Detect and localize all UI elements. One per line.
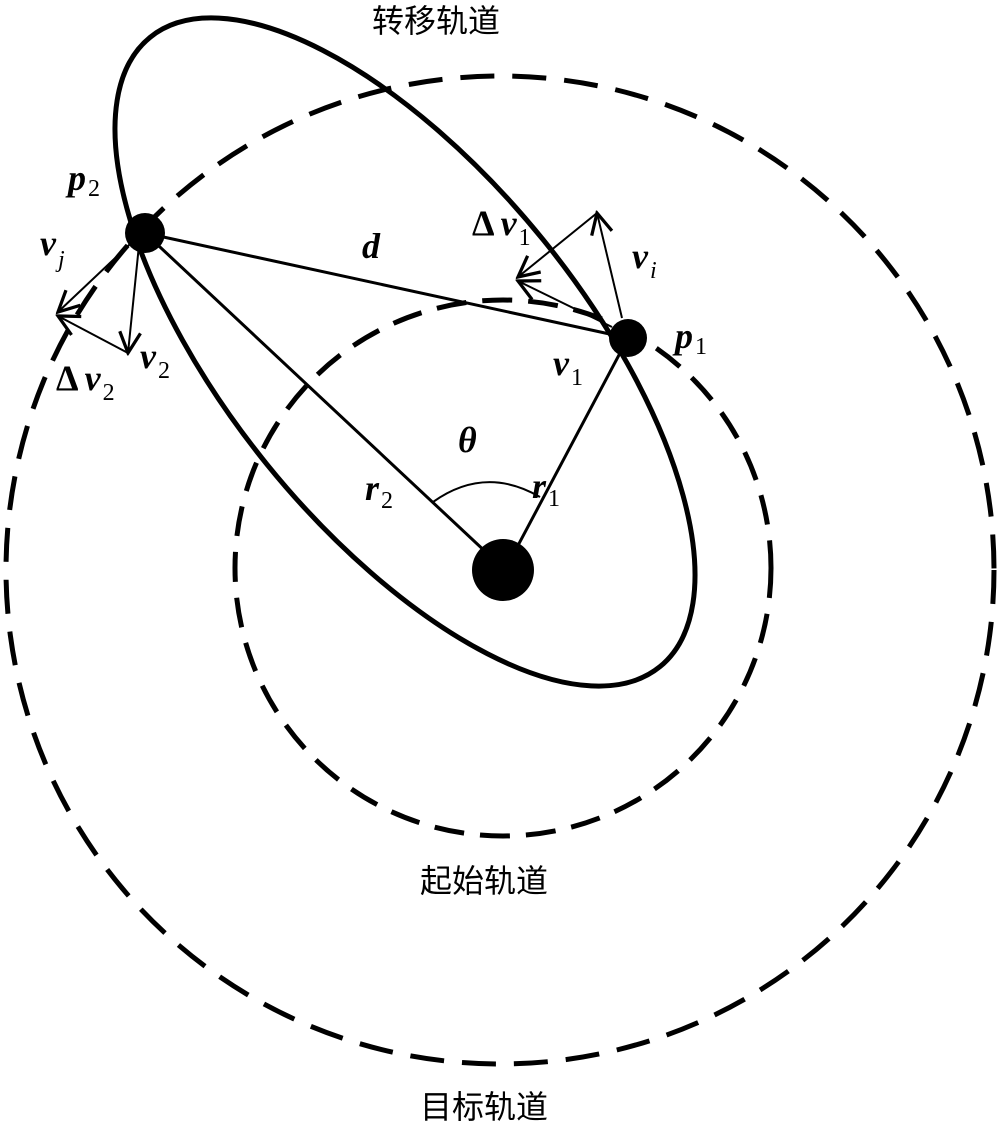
d-chord <box>144 231 629 340</box>
transfer-orbit-title: 转移轨道 <box>372 2 500 40</box>
point-p1 <box>609 319 647 357</box>
label-r2: r2 <box>365 468 393 514</box>
theta-arc <box>432 481 541 503</box>
initial-orbit <box>232 297 774 839</box>
label-p1: p1 <box>672 316 707 360</box>
label-p2: p2 <box>65 158 100 202</box>
r1-line <box>503 337 630 571</box>
label-vj: vj <box>40 223 65 273</box>
label-v1: v1 <box>553 343 583 391</box>
v2-arrow <box>128 244 139 353</box>
label-r1: r1 <box>532 466 560 512</box>
dv1-arrow <box>518 212 598 277</box>
label-vi: vi <box>632 236 657 284</box>
central-body <box>472 539 534 601</box>
vi-arrow <box>597 213 623 319</box>
vj-arrow <box>58 243 131 312</box>
r2-line <box>143 231 507 572</box>
initial-orbit-title: 起始轨道 <box>420 862 548 900</box>
label-d: d <box>362 226 381 266</box>
point-p2 <box>125 213 165 253</box>
v1-arrow <box>518 281 613 328</box>
transfer-orbit <box>112 15 698 689</box>
target-orbit <box>3 73 997 1067</box>
target-orbit-title: 目标轨道 <box>420 1088 548 1126</box>
label-theta: θ <box>458 420 477 460</box>
dv2-arrow <box>58 316 129 354</box>
label-v2: v2 <box>140 336 170 384</box>
